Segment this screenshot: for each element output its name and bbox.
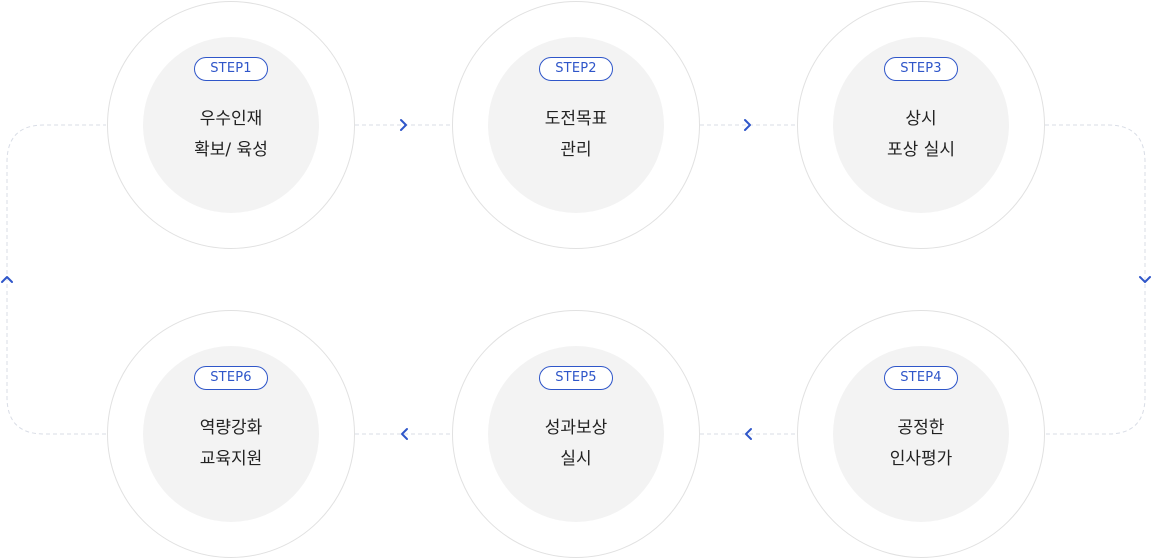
chevron-left-icon	[401, 428, 408, 440]
step-badge: STEP3	[884, 57, 958, 81]
step-title-line-2: 인사평가	[889, 449, 953, 469]
step-3-circle: STEP3 상시 포상 실시	[797, 1, 1045, 249]
step-1-circle: STEP1 우수인재 확보/ 육성	[107, 1, 355, 249]
step-badge: STEP1	[194, 57, 268, 81]
step-title-line-2: 포상 실시	[887, 140, 955, 160]
step-title-line-1: 상시	[905, 109, 937, 129]
step-title: 도전목표 관리	[488, 104, 664, 166]
step-4-circle: STEP4 공정한 인사평가	[797, 310, 1045, 558]
step-title-line-2: 교육지원	[199, 449, 263, 469]
step-title-line-1: 공정한	[897, 418, 945, 438]
step-badge: STEP4	[884, 366, 958, 390]
chevron-right-icon	[400, 119, 407, 131]
step-5-circle: STEP5 성과보상 실시	[452, 310, 700, 558]
step-title-line-1: 도전목표	[544, 109, 608, 129]
step-title: 상시 포상 실시	[833, 104, 1009, 166]
step-6-circle: STEP6 역량강화 교육지원	[107, 310, 355, 558]
chevron-down-icon	[1139, 276, 1151, 283]
chevron-up-icon	[1, 276, 13, 283]
chevron-left-icon	[745, 428, 752, 440]
step-title-line-1: 역량강화	[199, 418, 263, 438]
step-badge: STEP5	[539, 366, 613, 390]
step-title: 공정한 인사평가	[833, 413, 1009, 475]
step-title-line-2: 실시	[560, 449, 592, 469]
step-badge: STEP2	[539, 57, 613, 81]
step-title-line-2: 확보/ 육성	[194, 140, 268, 160]
step-2-circle: STEP2 도전목표 관리	[452, 1, 700, 249]
step-title-line-1: 우수인재	[199, 109, 263, 129]
step-title-line-2: 관리	[560, 140, 592, 160]
step-title: 역량강화 교육지원	[143, 413, 319, 475]
step-title: 우수인재 확보/ 육성	[143, 104, 319, 166]
step-badge: STEP6	[194, 366, 268, 390]
step-title: 성과보상 실시	[488, 413, 664, 475]
chevron-right-icon	[744, 119, 751, 131]
step-title-line-1: 성과보상	[544, 418, 608, 438]
